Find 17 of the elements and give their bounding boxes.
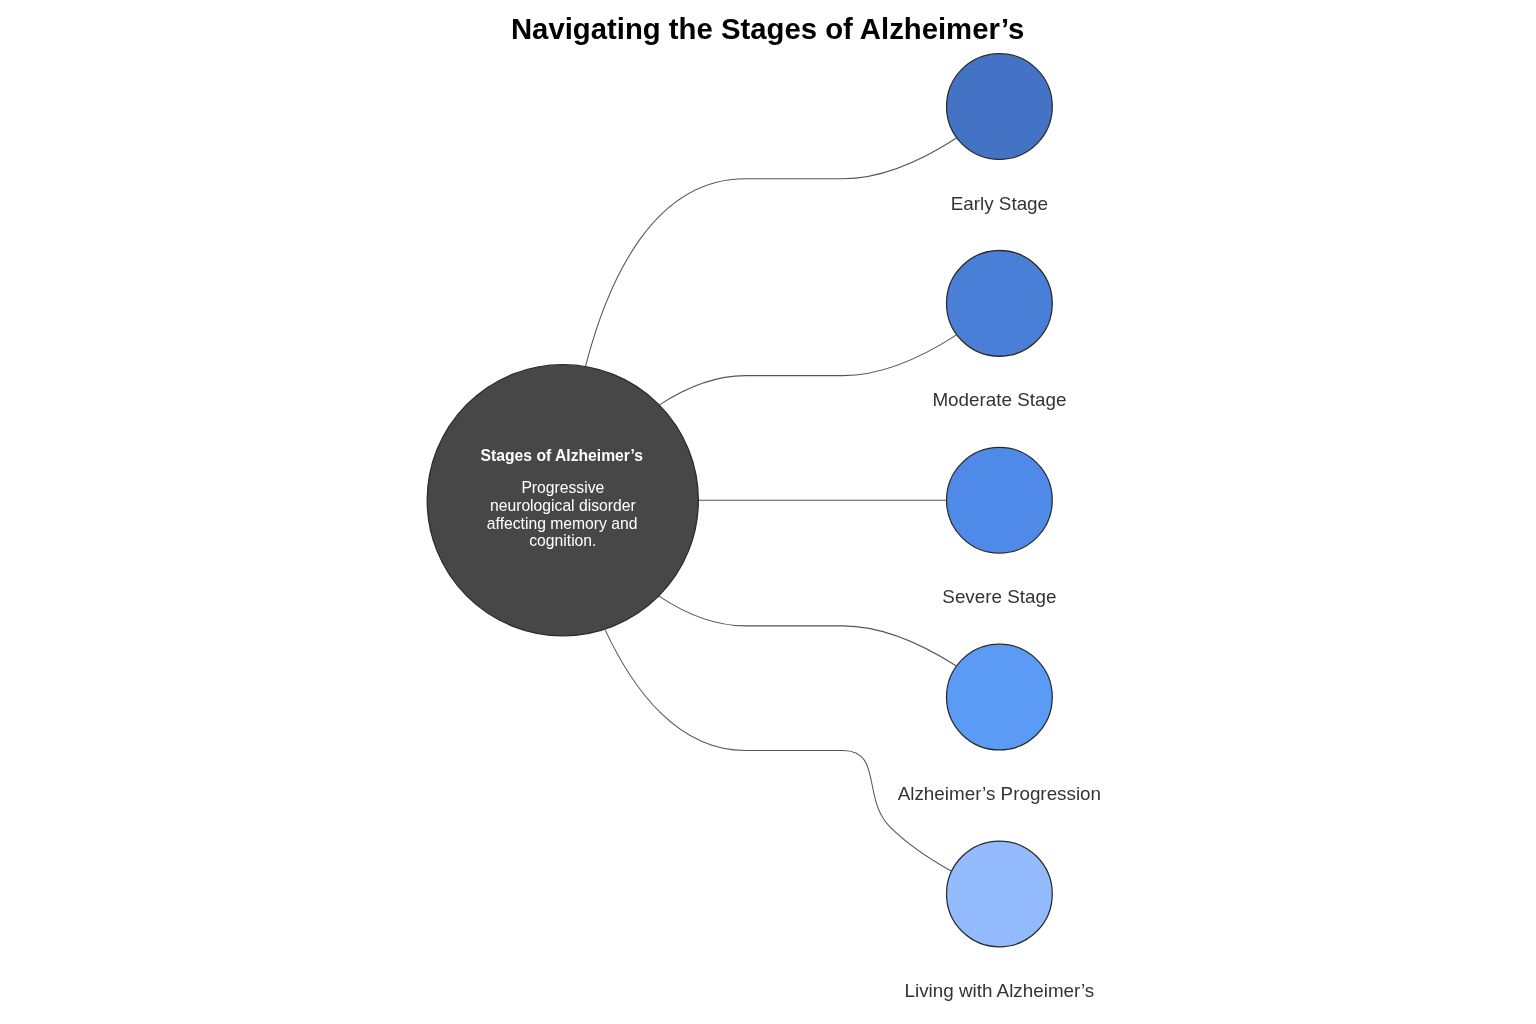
diagram-title: Navigating the Stages of Alzheimer’s xyxy=(510,12,1025,46)
connector xyxy=(698,499,948,501)
connector xyxy=(658,595,957,667)
connector xyxy=(585,137,958,367)
node-circle: Stages of Alzheimer’s Progressive neurological disorder affecting memory and cognition. xyxy=(426,364,699,637)
node-circle xyxy=(945,446,1053,554)
node-circle xyxy=(945,643,1053,751)
node-circle xyxy=(945,840,1053,948)
connector xyxy=(604,628,952,872)
node-label: Early Stage xyxy=(950,192,1049,214)
node-label: Alzheimer’s Progression xyxy=(897,783,1102,805)
node-label: Severe Stage xyxy=(942,586,1057,608)
node-circle xyxy=(945,249,1053,357)
connector xyxy=(658,334,958,406)
node-label: Living with Alzheimer’s xyxy=(904,979,1095,1001)
node-label: Moderate Stage xyxy=(932,389,1067,411)
node-circle xyxy=(945,53,1053,161)
